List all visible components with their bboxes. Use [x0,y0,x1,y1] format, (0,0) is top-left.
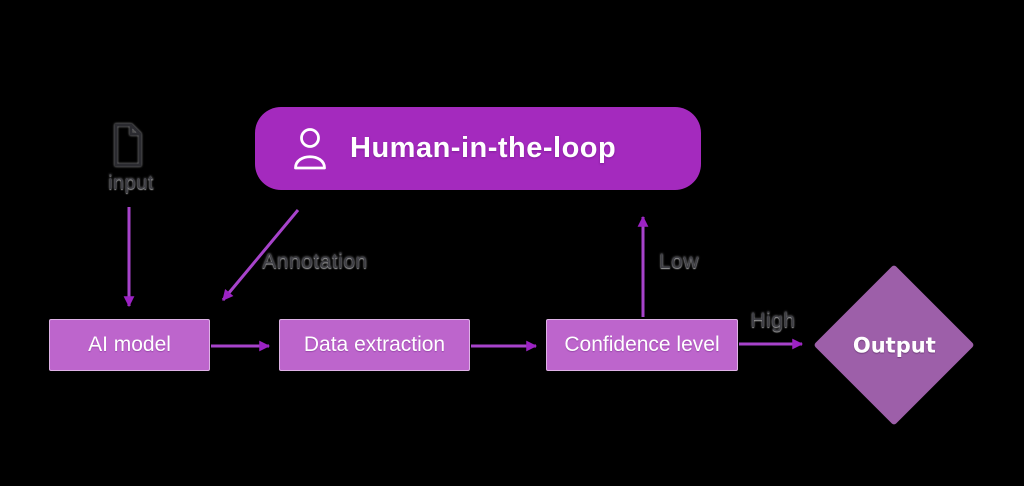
edge-hitl-to-aimodel [221,209,300,301]
person-icon [294,127,326,169]
confidence-level-label: Confidence level [564,333,720,356]
low-edge-label: Low [658,250,700,273]
annotation-edge-label: Annotation [262,250,368,273]
node-human-in-the-loop: Human-in-the-loop [255,107,701,190]
high-edge-label: High [750,309,796,332]
hitl-title: Human-in-the-loop [350,132,617,164]
node-ai-model: AI model [49,319,210,371]
node-data-extraction: Data extraction [279,319,470,371]
ai-model-label: AI model [88,333,171,356]
input-label: input [108,172,154,194]
node-confidence-level: Confidence level [546,319,738,371]
output-label: Output [852,333,936,357]
document-icon [114,123,142,167]
data-extraction-label: Data extraction [303,333,446,356]
